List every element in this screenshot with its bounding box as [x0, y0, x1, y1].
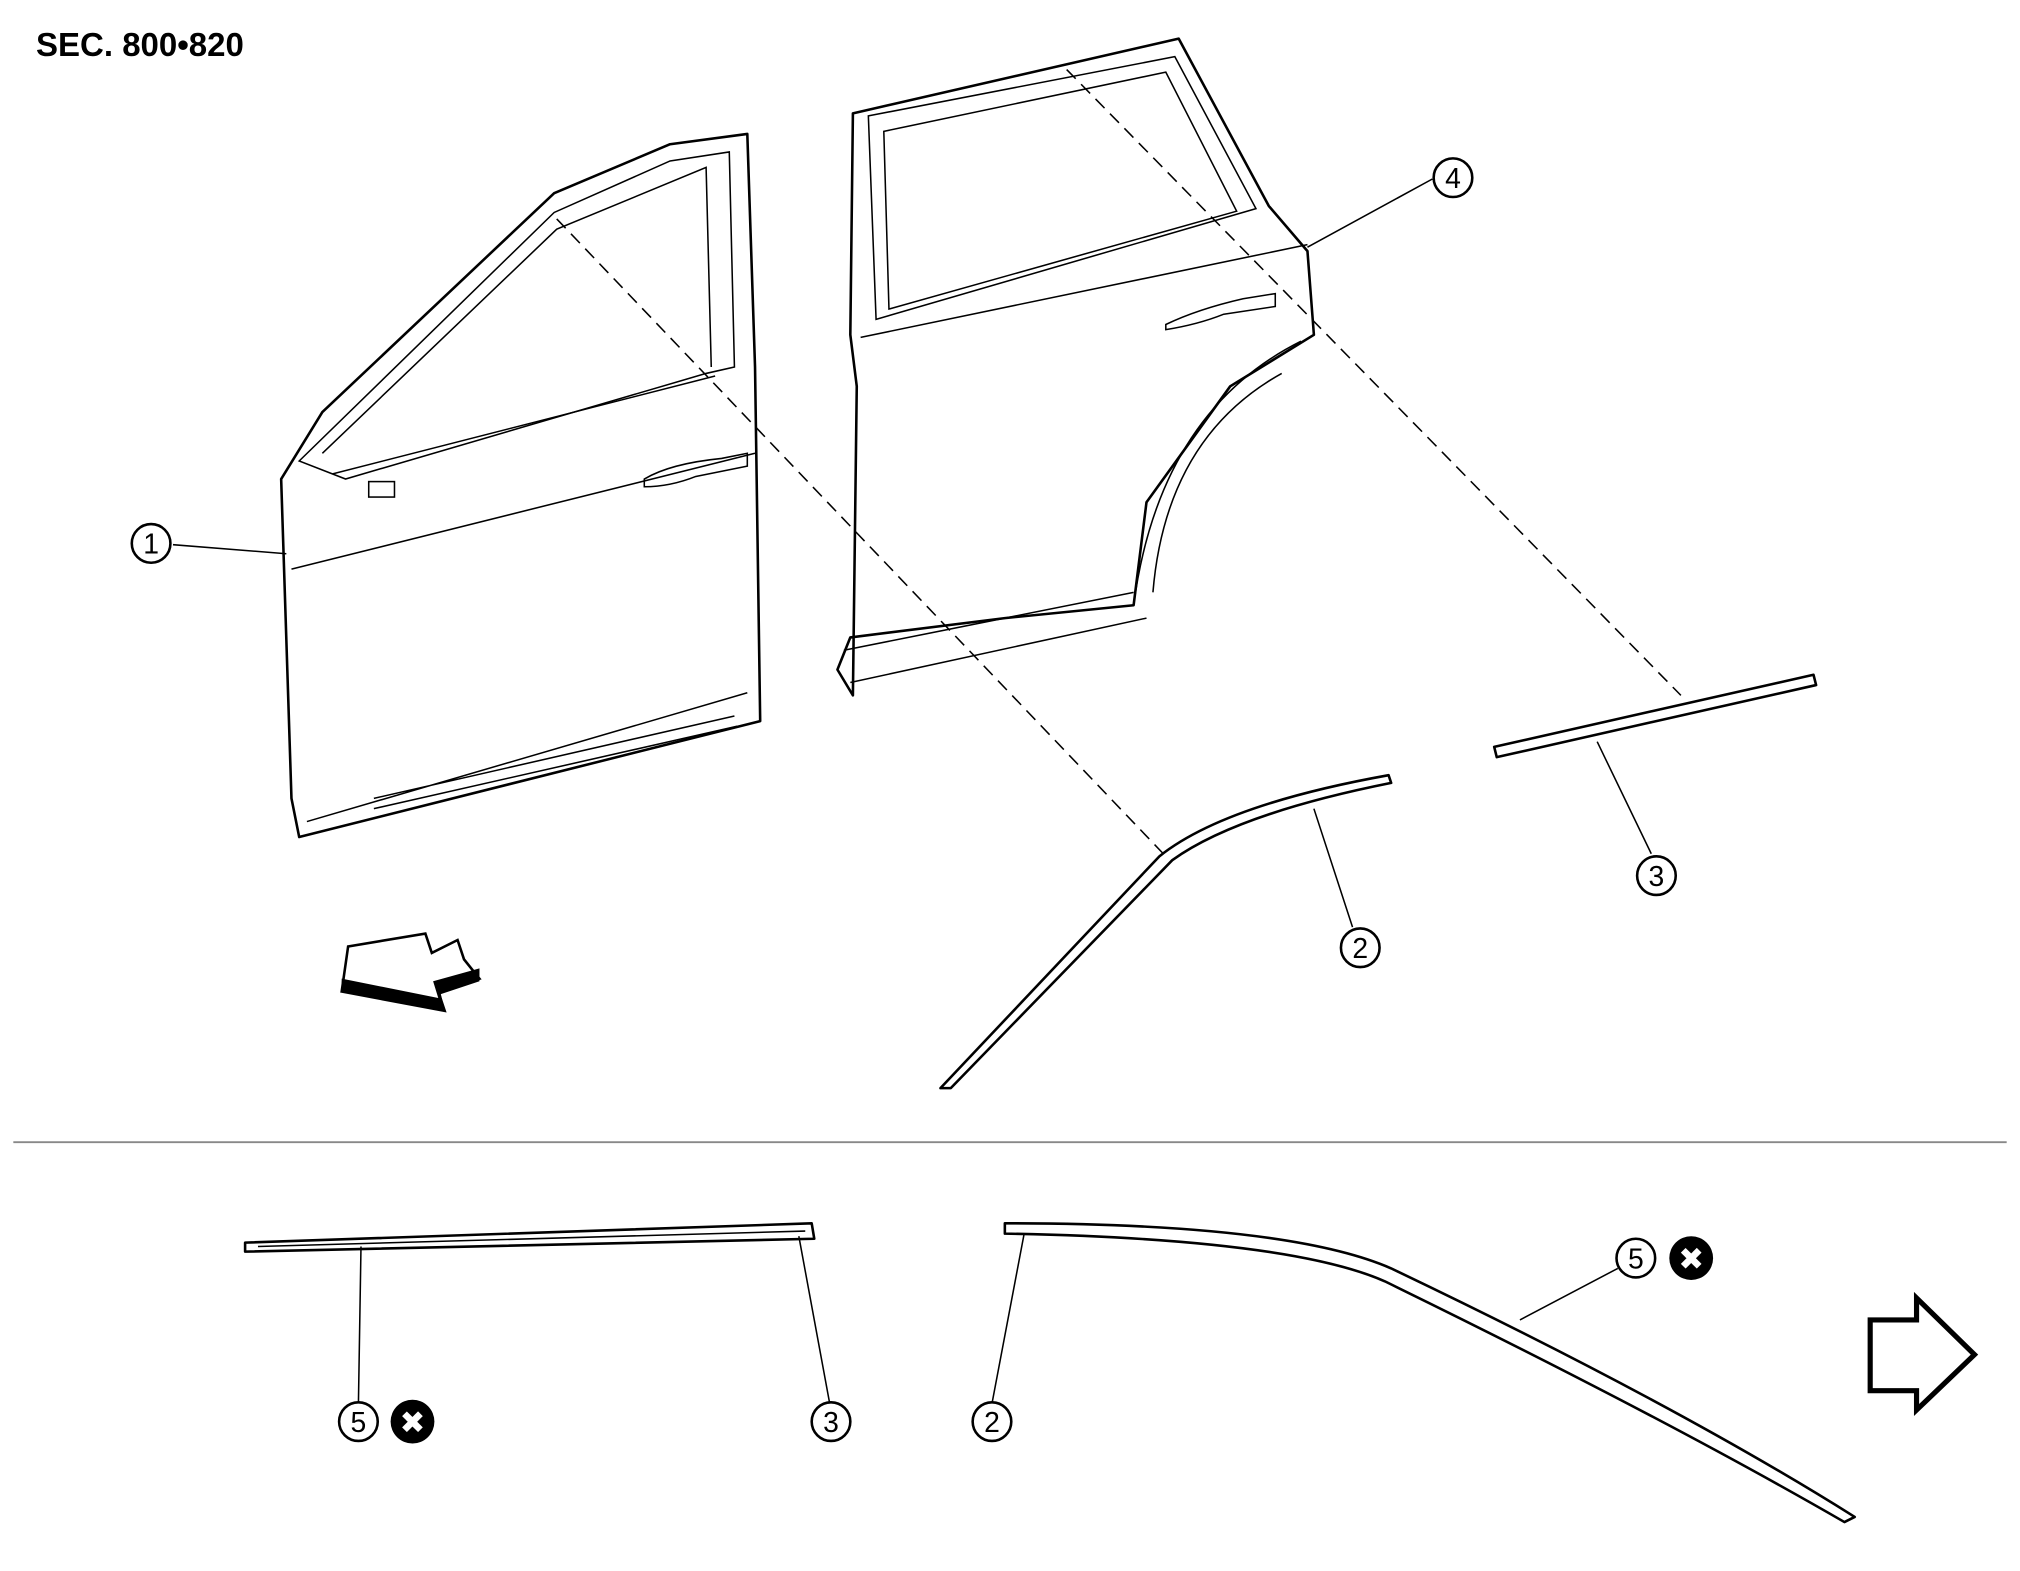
- front-door: [279, 132, 762, 839]
- callout-2-detail: 2: [971, 1401, 1013, 1443]
- section-title: SEC. 800•820: [36, 26, 244, 63]
- next-page-arrow-icon[interactable]: [1867, 1291, 1979, 1417]
- svg-text:✖: ✖: [400, 1405, 426, 1441]
- callout-3: 3: [1635, 855, 1678, 897]
- callout-5-right: 5: [1615, 1237, 1657, 1279]
- callout-5-left: 5: [337, 1401, 380, 1443]
- moulding-2: [939, 773, 1393, 1090]
- x-circle-icon: ✖: [390, 1399, 435, 1444]
- svg-text:2: 2: [984, 1407, 1000, 1439]
- moulding-3: [1492, 673, 1818, 759]
- callout-1: 1: [130, 522, 172, 565]
- svg-text:5: 5: [351, 1407, 367, 1439]
- svg-text:2: 2: [1352, 933, 1368, 965]
- callout-2: 2: [1339, 927, 1381, 969]
- rear-door: [836, 37, 1316, 697]
- moulding-3-detail: [243, 1222, 816, 1253]
- callout-3-detail: 3: [810, 1401, 852, 1443]
- moulding-2-detail: [1003, 1222, 1857, 1524]
- front-direction-arrow-icon: [340, 932, 482, 1013]
- svg-text:3: 3: [1649, 861, 1665, 893]
- svg-text:3: 3: [823, 1407, 839, 1439]
- callout-4: 4: [1432, 157, 1474, 199]
- svg-text:4: 4: [1445, 163, 1461, 195]
- svg-text:✖: ✖: [1678, 1241, 1704, 1277]
- svg-text:5: 5: [1628, 1243, 1644, 1275]
- svg-text:1: 1: [143, 529, 159, 561]
- x-circle-icon: ✖: [1669, 1236, 1714, 1280]
